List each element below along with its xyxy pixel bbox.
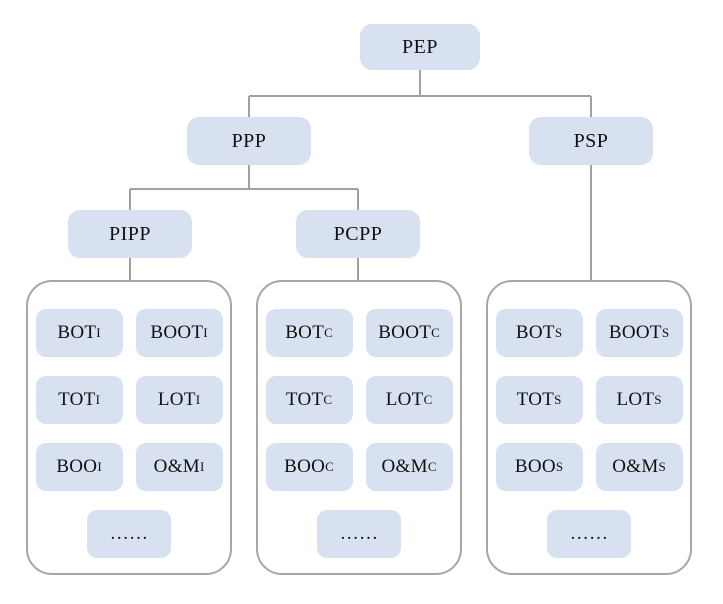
item-subscript: C xyxy=(427,459,437,474)
node-pep: PEP xyxy=(360,24,480,70)
node-ppp-label: PPP xyxy=(231,129,267,152)
node-pcpp-label: PCPP xyxy=(333,222,383,245)
item-label: LOT xyxy=(157,389,196,410)
item-subscript: C xyxy=(324,325,333,340)
item-label: O&M xyxy=(381,456,428,477)
item-subscript: C xyxy=(323,392,333,407)
node-pep-label: PEP xyxy=(402,35,438,58)
connector-pep-to-ppp-psp xyxy=(248,70,592,117)
item-subscript: I xyxy=(95,392,100,407)
item-label: BOT xyxy=(515,322,555,343)
item-subscript: C xyxy=(325,459,334,474)
item-subscript: C xyxy=(431,325,440,340)
item-subscript: S xyxy=(554,392,562,407)
item-subscript: S xyxy=(555,459,564,474)
node-pcpp: PCPP xyxy=(296,210,420,258)
item-label: BOOT xyxy=(150,322,204,343)
more-items-box: …… xyxy=(317,510,401,558)
item-label: O&M xyxy=(153,456,200,477)
connector-ppp-to-pipp-pcpp xyxy=(129,165,359,210)
item-subscript: I xyxy=(97,459,102,474)
item-subscript: C xyxy=(423,392,433,407)
item-subscript: S xyxy=(658,459,666,474)
node-ppp: PPP xyxy=(187,117,311,165)
item-subscript: I xyxy=(96,325,101,340)
item-label: TOT xyxy=(285,389,324,410)
item-label: BOO xyxy=(284,456,326,477)
node-pipp-label: PIPP xyxy=(108,222,152,245)
item-label: LOT xyxy=(616,389,655,410)
item-subscript: S xyxy=(654,392,662,407)
more-items-label: …… xyxy=(569,523,609,544)
item-label: O&M xyxy=(612,456,659,477)
item-subscript: S xyxy=(554,325,563,340)
more-items-label: …… xyxy=(109,523,149,544)
more-items-box: …… xyxy=(87,510,171,558)
item-label: BOOT xyxy=(608,322,662,343)
item-subscript: S xyxy=(661,325,670,340)
item-subscript: I xyxy=(203,325,208,340)
more-items-label: …… xyxy=(339,523,379,544)
item-label: BOT xyxy=(57,322,97,343)
item-subscript: I xyxy=(199,459,205,474)
item-label: LOT xyxy=(385,389,424,410)
item-label: BOO xyxy=(56,456,98,477)
node-psp: PSP xyxy=(529,117,653,165)
item-subscript: I xyxy=(195,392,201,407)
item-label: TOT xyxy=(58,389,96,410)
item-label: BOOT xyxy=(378,322,432,343)
item-label: TOT xyxy=(516,389,555,410)
node-psp-label: PSP xyxy=(573,129,609,152)
more-items-box: …… xyxy=(547,510,631,558)
item-label: BOO xyxy=(514,456,556,477)
node-pipp: PIPP xyxy=(68,210,192,258)
item-label: BOT xyxy=(285,322,325,343)
